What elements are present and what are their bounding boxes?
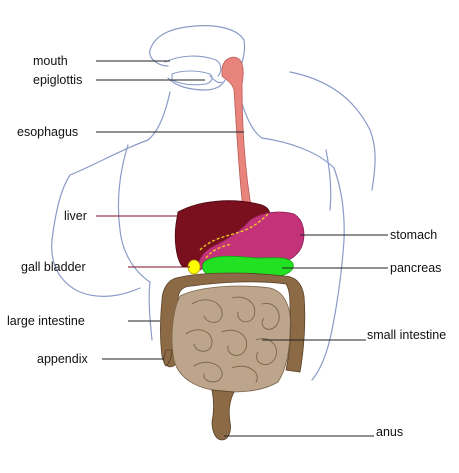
palate-outline	[164, 55, 222, 77]
gall-bladder-label: gall bladder	[21, 260, 86, 274]
labels: mouth epiglottis esophagus liver gall bl…	[7, 54, 446, 439]
small-intestine-shape	[171, 285, 291, 393]
right-shoulder-arm-outline	[261, 71, 376, 241]
small-intestine-label: small intestine	[367, 328, 446, 342]
liver-label: liver	[64, 209, 87, 223]
small-intestine-coils	[185, 296, 280, 383]
epiglottis-outline	[209, 75, 223, 84]
large-intestine-label: large intestine	[7, 314, 85, 328]
appendix-label: appendix	[37, 352, 88, 366]
coil-7	[193, 362, 223, 383]
coil-8	[231, 365, 258, 383]
appendix-shape	[163, 349, 173, 367]
body-outline	[51, 25, 376, 381]
coil-5	[221, 329, 248, 356]
oral-cavity	[164, 55, 223, 86]
epiglottis-label: epiglottis	[33, 73, 82, 87]
coil-4	[185, 329, 213, 352]
leader-lines	[96, 60, 388, 437]
esophagus-label: esophagus	[17, 125, 78, 139]
left-shoulder-arm-outline	[51, 139, 151, 297]
anus-label: anus	[376, 425, 403, 439]
coil-1	[191, 299, 223, 323]
rectum-shape	[211, 389, 235, 441]
coil-6	[255, 338, 277, 365]
coil-2	[231, 296, 256, 323]
coil-3	[261, 302, 280, 330]
pancreas-label: pancreas	[390, 261, 441, 275]
torso-right-outline	[311, 239, 345, 381]
mouth-label: mouth	[33, 54, 68, 68]
neck-outline	[147, 91, 263, 141]
tongue-outline	[171, 70, 213, 86]
torso-left-outline	[148, 281, 153, 341]
stomach-label: stomach	[390, 228, 437, 242]
bile-duct	[199, 213, 269, 259]
head-outline	[149, 25, 246, 91]
